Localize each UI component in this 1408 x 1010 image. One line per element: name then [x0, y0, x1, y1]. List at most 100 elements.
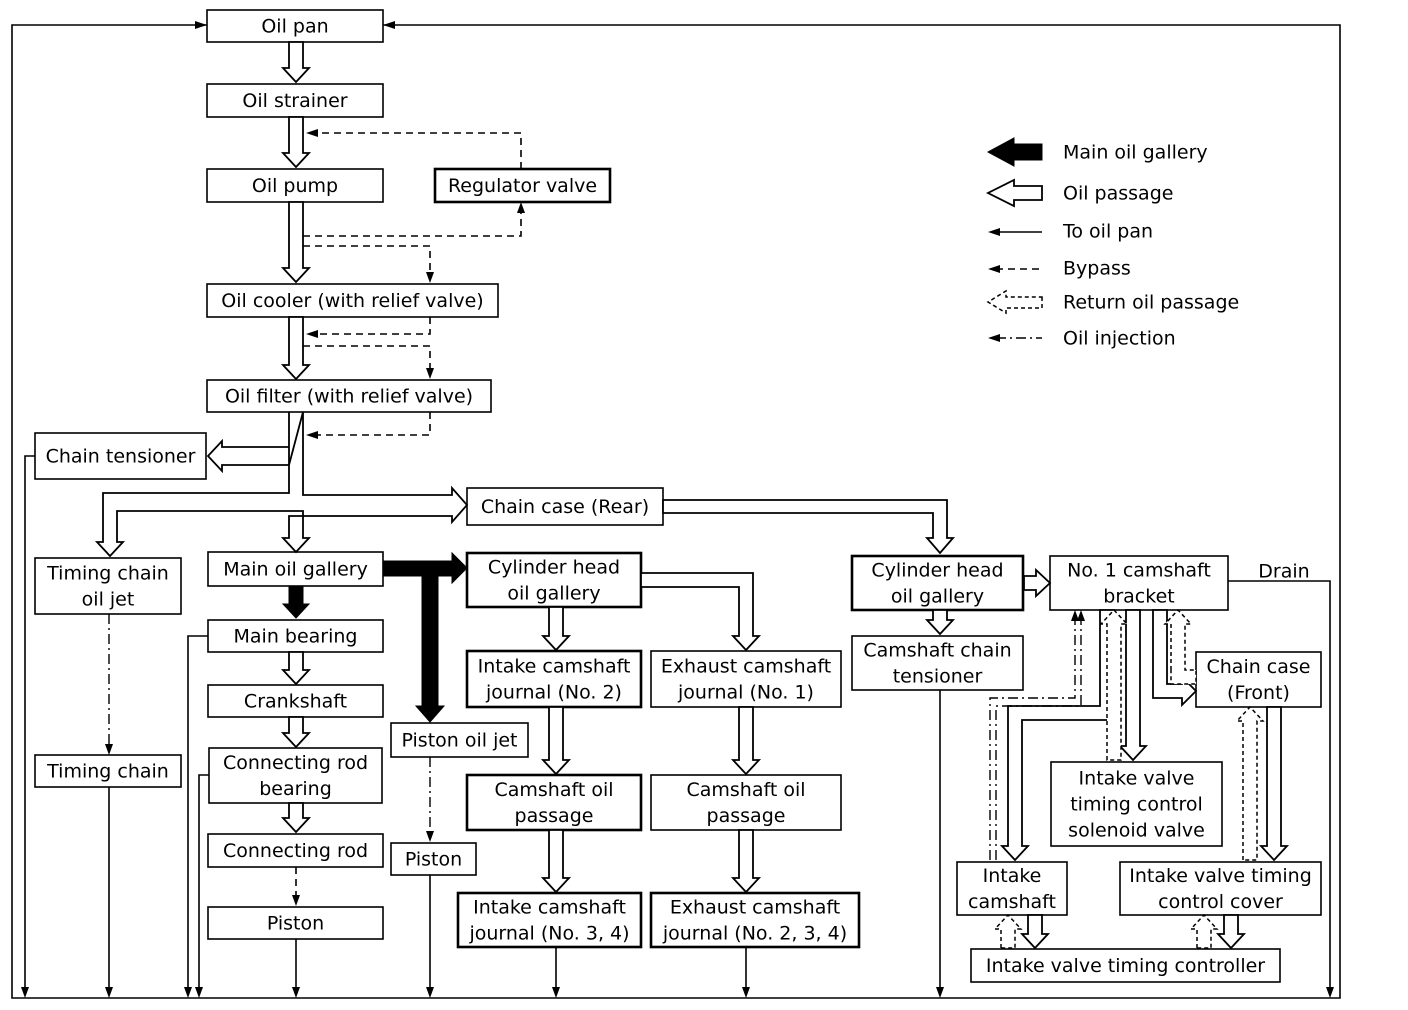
node-crankshaft: Crankshaft — [207, 684, 384, 718]
node-intake-camshaft: Intake camshaft — [956, 861, 1068, 916]
node-ivt-controller: Intake valve timing controller — [970, 948, 1281, 983]
node-label: oil gallery — [507, 583, 600, 605]
legend-main-oil-gallery-symbol — [986, 137, 1043, 167]
node-label: Crankshaft — [244, 691, 347, 713]
node-cam-oil-passage-left: Camshaft oil passage — [465, 773, 643, 832]
node-label: Regulator valve — [448, 175, 597, 197]
node-label: journal (No. 2, 3, 4) — [662, 923, 847, 945]
node-label: solenoid valve — [1068, 820, 1205, 842]
node-ivtc-solenoid-valve: Intake valve timing control solenoid valve — [1050, 761, 1223, 847]
legend-label-oil-injection: Oil injection — [1063, 328, 1176, 350]
legend: Main oil gallery Oil passage To oil pan … — [985, 137, 1239, 350]
legend-label-bypass: Bypass — [1063, 258, 1131, 280]
node-oil-strainer: Oil strainer — [206, 83, 384, 118]
node-main-oil-gallery: Main oil gallery — [207, 551, 384, 587]
legend-label-oil-passage: Oil passage — [1063, 183, 1173, 205]
node-piston-oil-jet: Piston oil jet — [390, 722, 529, 758]
node-regulator-valve: Regulator valve — [433, 167, 612, 204]
oil-injection-lines — [105, 610, 1085, 860]
node-label: Oil pan — [261, 16, 328, 38]
node-label: (Front) — [1227, 682, 1290, 704]
node-oil-pump: Oil pump — [206, 168, 384, 203]
node-label: camshaft — [968, 891, 1056, 913]
node-cam-oil-passage-right: Camshaft oil passage — [650, 774, 842, 831]
legend-label-main-oil-gallery: Main oil gallery — [1063, 142, 1208, 164]
node-piston-right: Piston — [390, 842, 477, 876]
node-exhaust-cam-journal-234: Exhaust camshaft journal (No. 2, 3, 4) — [649, 891, 861, 949]
node-label: bracket — [1103, 586, 1174, 608]
node-label: passage — [515, 805, 594, 827]
node-label: Cylinder head — [488, 557, 620, 579]
node-label: No. 1 camshaft — [1067, 560, 1211, 582]
node-label: Piston oil jet — [401, 730, 517, 752]
node-label: Exhaust camshaft — [661, 656, 831, 678]
node-label: bearing — [259, 778, 332, 800]
node-label: Intake valve timing — [1129, 865, 1312, 887]
node-label: control cover — [1158, 891, 1283, 913]
node-label: passage — [707, 805, 786, 827]
node-label: Connecting rod — [223, 840, 368, 862]
node-label: Camshaft oil — [686, 779, 805, 801]
node-label: Oil strainer — [242, 90, 347, 112]
node-label: Intake valve — [1079, 768, 1195, 790]
node-connecting-rod-bearing: Connecting rod bearing — [208, 747, 383, 804]
node-label: oil jet — [82, 589, 135, 611]
node-cyl-head-gallery-right: Cylinder head oil gallery — [850, 554, 1025, 612]
node-label: Chain tensioner — [46, 446, 196, 468]
node-label: Exhaust camshaft — [670, 897, 840, 919]
node-label: Cylinder head — [871, 560, 1003, 582]
node-label: timing control — [1070, 794, 1203, 816]
node-label: Camshaft chain — [863, 640, 1011, 662]
node-label: Main bearing — [234, 626, 358, 648]
node-chain-case-front: Chain case (Front) — [1195, 651, 1322, 708]
node-label: oil gallery — [891, 586, 984, 608]
node-label: Oil filter (with relief valve) — [225, 386, 473, 408]
node-label: Piston — [405, 849, 462, 871]
oil-passage-arrows — [94, 41, 1290, 950]
node-label: Chain case (Rear) — [481, 496, 649, 518]
node-label: Intake valve timing controller — [986, 955, 1265, 977]
node-ivtc-cover: Intake valve timing control cover — [1119, 861, 1322, 916]
node-label: Intake camshaft — [473, 897, 626, 919]
node-label: tensioner — [893, 666, 983, 688]
node-label: Chain case — [1207, 656, 1311, 678]
return-frame — [11, 21, 1341, 999]
drain-label: Drain — [1258, 561, 1309, 583]
return-oil-passage-arrows — [993, 608, 1265, 949]
node-timing-chain: Timing chain — [34, 754, 182, 788]
node-label: Camshaft oil — [494, 779, 613, 801]
node-label: Piston — [267, 913, 324, 935]
legend-label-return-oil-passage: Return oil passage — [1063, 292, 1239, 314]
node-main-bearing: Main bearing — [207, 619, 384, 653]
legend-return-oil-passage-symbol — [986, 289, 1043, 315]
node-label: Intake camshaft — [478, 656, 631, 678]
node-oil-filter: Oil filter (with relief valve) — [206, 379, 492, 413]
node-chain-tensioner: Chain tensioner — [34, 432, 207, 480]
node-label: Oil pump — [252, 175, 338, 197]
node-piston-left: Piston — [207, 906, 384, 940]
node-no1-camshaft-bracket: No. 1 camshaft bracket — [1049, 555, 1229, 611]
node-label: Intake — [983, 865, 1042, 887]
node-connecting-rod: Connecting rod — [207, 833, 384, 868]
node-label: Timing chain — [46, 761, 169, 783]
node-label: Connecting rod — [223, 752, 368, 774]
node-label: Timing chain — [46, 563, 169, 585]
node-intake-cam-journal-2: Intake camshaft journal (No. 2) — [465, 649, 643, 709]
node-camshaft-chain-tensioner: Camshaft chain tensioner — [851, 635, 1024, 691]
to-oil-pan-lines — [21, 455, 1334, 998]
node-oil-pan: Oil pan — [206, 9, 384, 43]
node-cyl-head-gallery-left: Cylinder head oil gallery — [465, 551, 643, 609]
node-chain-case-rear: Chain case (Rear) — [466, 487, 664, 526]
node-label: Oil cooler (with relief valve) — [221, 290, 483, 312]
main-oil-gallery-arrows — [281, 551, 468, 723]
node-oil-cooler: Oil cooler (with relief valve) — [206, 283, 499, 318]
node-timing-chain-oil-jet: Timing chain oil jet — [34, 557, 182, 615]
node-label: Main oil gallery — [223, 559, 368, 581]
node-label: journal (No. 2) — [485, 682, 622, 704]
bypass-lines — [292, 129, 525, 906]
legend-oil-passage-symbol — [985, 178, 1043, 208]
legend-label-to-oil-pan: To oil pan — [1062, 221, 1153, 243]
